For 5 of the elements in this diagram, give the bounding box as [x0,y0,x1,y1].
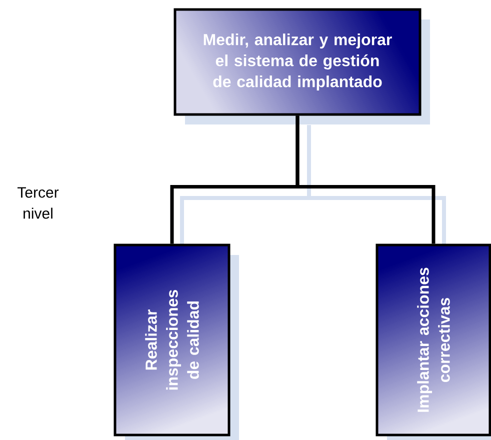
process-box: Implantar acciones correctivas [376,244,491,436]
process-box: Realizar inspecciones de calidad [114,244,230,436]
connector-line [296,116,436,244]
level-label: Tercer nivel [18,187,59,219]
process-box: Medir, analizar y mejorar el sistema de gestión de calidad implantado [174,8,422,116]
